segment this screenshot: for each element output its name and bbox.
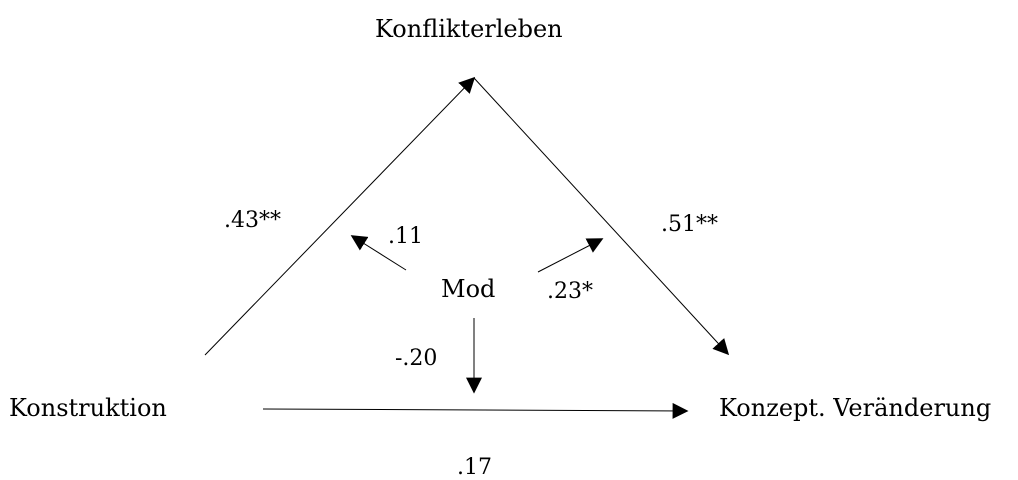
arrow-top-to-right (473, 77, 730, 356)
arrow-left-to-right (262, 402, 689, 419)
coef-top-to-right: .51** (661, 212, 718, 237)
arrow-mod-to-a (350, 235, 407, 271)
arrow-mod-to-b (537, 238, 604, 273)
node-konflikterleben: Konflikterleben (375, 15, 563, 43)
coef-mod-to-b: .23* (547, 279, 593, 304)
coef-mod-to-c: -.20 (395, 346, 438, 371)
coef-left-to-right: .17 (457, 455, 492, 480)
coef-mod-to-a: .11 (388, 224, 423, 249)
coef-left-to-top: .43** (224, 208, 281, 233)
node-konzept-veraenderung: Konzept. Veränderung (719, 394, 992, 422)
node-mod: Mod (441, 275, 496, 303)
node-konstruktion: Konstruktion (9, 394, 167, 422)
arrow-left-to-top (204, 76, 476, 356)
